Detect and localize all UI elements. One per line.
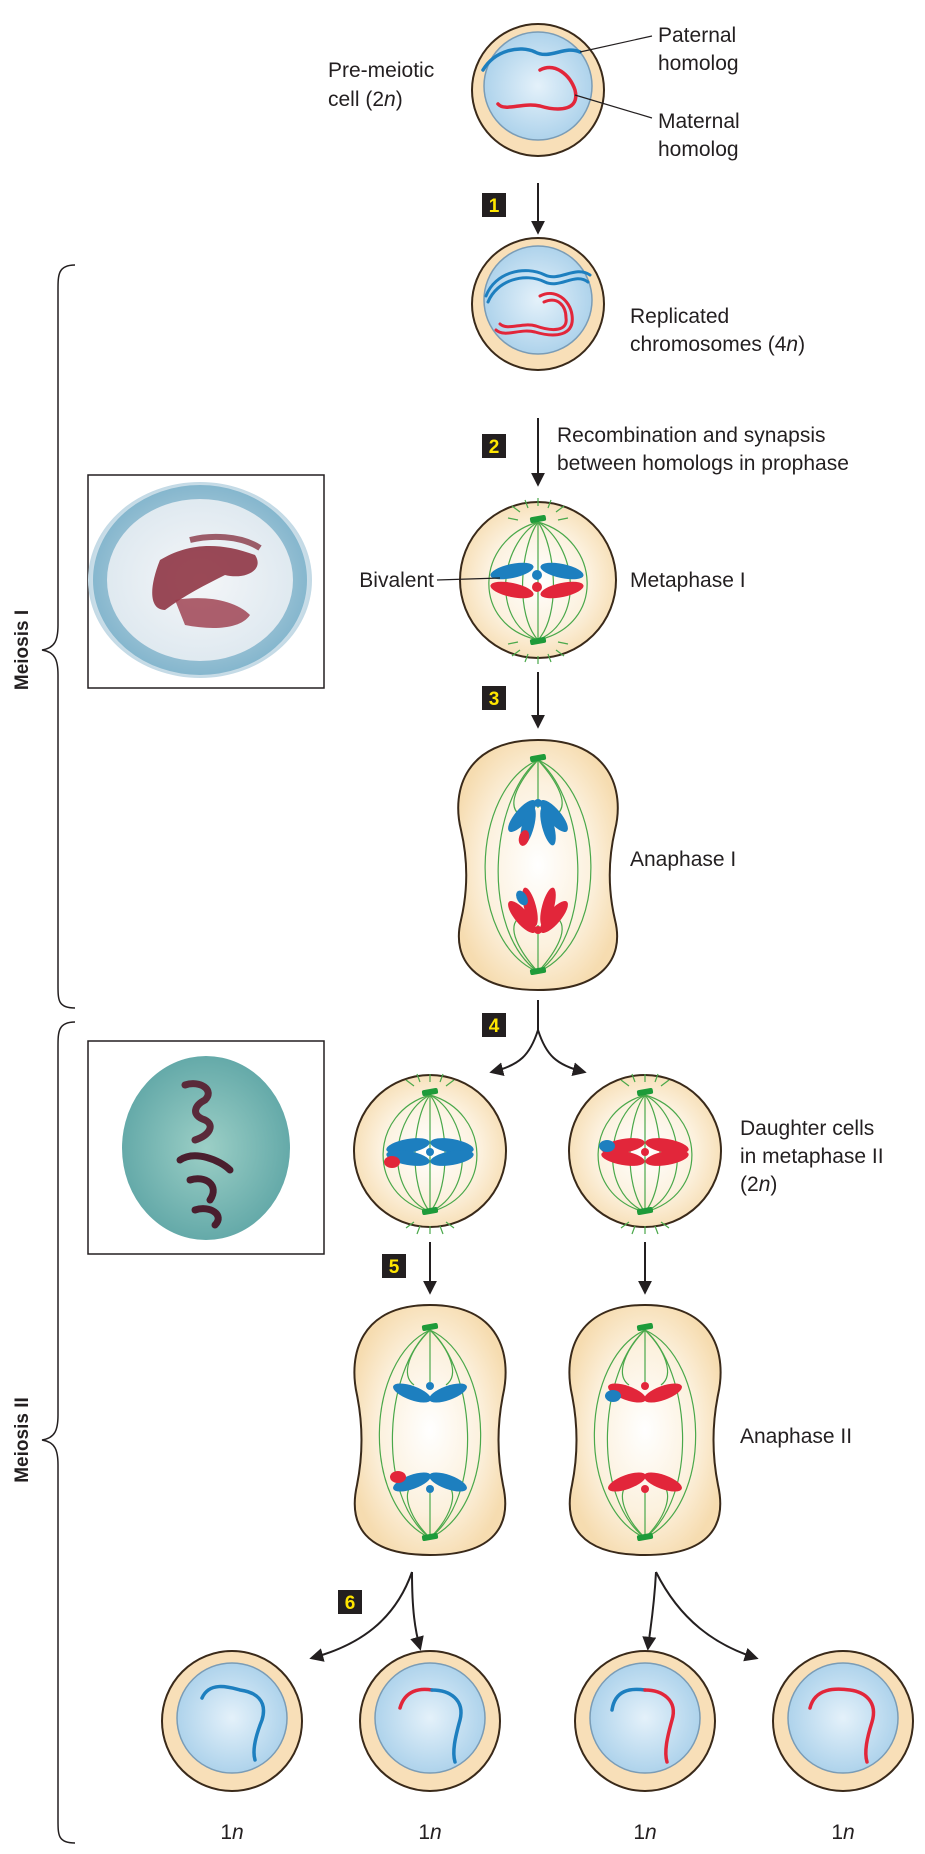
anaphase-i-cell xyxy=(457,738,619,992)
anaphase-ii-cell-right xyxy=(568,1303,722,1557)
metaphase-i-cell xyxy=(459,498,617,664)
metaphase-ii-cell-right xyxy=(568,1073,722,1235)
step-box-4 xyxy=(482,1013,506,1037)
step-number-2: 2 xyxy=(489,437,500,458)
step-box-5 xyxy=(382,1254,406,1278)
anaphase-i-label: Anaphase I xyxy=(630,848,736,871)
meiosis-i-brace xyxy=(41,264,76,1009)
step-box-3 xyxy=(482,686,506,710)
step-number-5: 5 xyxy=(389,1257,400,1278)
meiosis-i-label: Meiosis I xyxy=(12,610,33,690)
anaphase-ii-label: Anaphase II xyxy=(740,1425,852,1448)
haploid-cell-4 xyxy=(772,1650,914,1792)
replicated-label-2: chromosomes (4n) xyxy=(630,333,805,356)
bivalent-label: Bivalent xyxy=(359,569,434,592)
maternal-label-2: homolog xyxy=(658,138,739,161)
metaphase-i-label: Metaphase I xyxy=(630,569,746,592)
step-number-4: 4 xyxy=(489,1016,500,1037)
haploid-cell-3 xyxy=(574,1650,716,1792)
micrograph-meiosis-ii xyxy=(87,1040,325,1255)
haploid-label-1: 1n xyxy=(220,1821,243,1844)
paternal-chromosome xyxy=(481,47,582,72)
replicated-label-1: Replicated xyxy=(630,305,729,328)
premeiotic-cell xyxy=(471,23,605,157)
haploid-label-4: 1n xyxy=(831,1821,854,1844)
haploid-cell-2 xyxy=(359,1650,501,1792)
step-box-6 xyxy=(338,1590,362,1614)
premeiotic-label-1: Pre-meiotic xyxy=(328,59,434,82)
haploid-cell-1 xyxy=(161,1650,303,1792)
maternal-label-1: Maternal xyxy=(658,110,740,133)
step-number-6: 6 xyxy=(345,1593,356,1614)
daughter-cells-label-1: Daughter cells xyxy=(740,1117,874,1140)
daughter-cells-label-2: in metaphase II xyxy=(740,1145,884,1168)
haploid-label-2: 1n xyxy=(418,1821,441,1844)
haploid-label-3: 1n xyxy=(633,1821,656,1844)
anaphase-ii-cell-left xyxy=(353,1303,507,1557)
step-box-1 xyxy=(482,193,506,217)
step-number-3: 3 xyxy=(489,689,500,710)
paternal-label-2: homolog xyxy=(658,52,739,75)
meiosis-ii-brace xyxy=(41,1021,76,1844)
step-number-1: 1 xyxy=(489,196,500,217)
micrograph-meiosis-i xyxy=(87,474,325,689)
daughter-cells-label-3: (2n) xyxy=(740,1173,777,1196)
recombination-label-2: between homologs in prophase xyxy=(557,452,849,475)
replicated-cell xyxy=(471,237,605,371)
paternal-label-1: Paternal xyxy=(658,24,736,47)
step-box-2 xyxy=(482,434,506,458)
metaphase-ii-cell-left xyxy=(353,1073,507,1235)
meiosis-ii-label: Meiosis II xyxy=(12,1397,33,1483)
premeiotic-label-2: cell (2n) xyxy=(328,88,403,111)
recombination-label-1: Recombination and synapsis xyxy=(557,424,826,447)
maternal-chromosome xyxy=(496,65,578,111)
